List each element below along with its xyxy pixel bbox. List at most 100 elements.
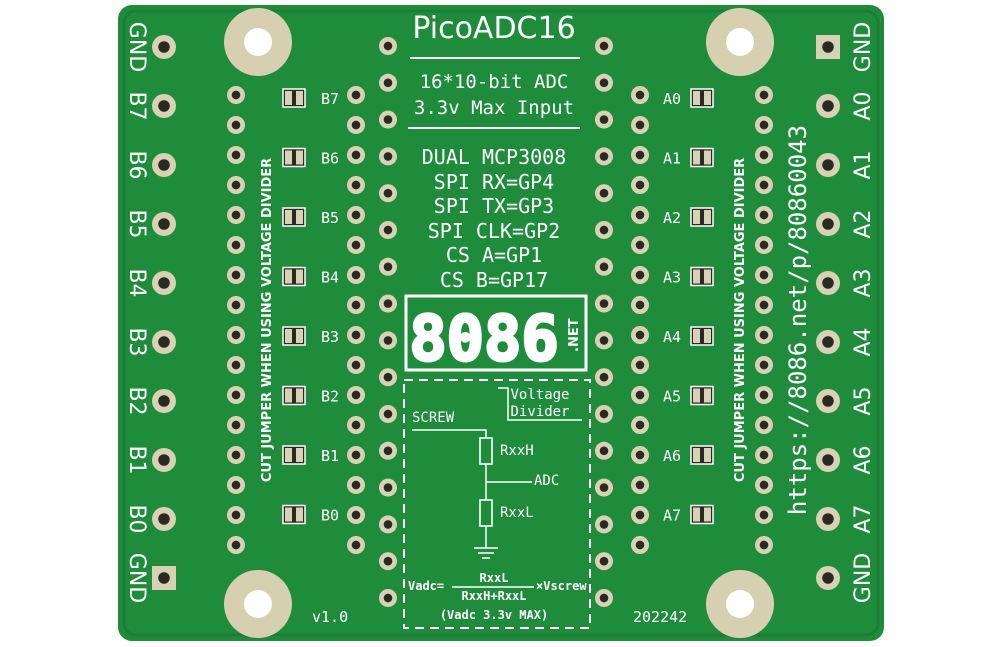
- left-header-label: B1: [124, 445, 149, 474]
- left-header-label: B3: [124, 327, 149, 356]
- pin-pad: [227, 116, 245, 134]
- pin-pad: [379, 110, 397, 129]
- left-header-label: GND: [124, 553, 149, 603]
- pin-pad: [755, 116, 773, 134]
- left-jumper: [282, 207, 306, 227]
- chip-line-4: SPI CLK=GP2: [428, 219, 560, 243]
- board-version: v1.0: [312, 608, 348, 626]
- chip-line-2: SPI RX=GP4: [434, 170, 554, 194]
- pin-pad: [631, 86, 649, 104]
- pin-pad: [631, 206, 649, 224]
- right-header-pad: [816, 212, 840, 236]
- right-header-label: A2: [851, 209, 876, 238]
- pin-pad: [227, 236, 245, 254]
- left-header-label: B0: [124, 504, 149, 533]
- pin-pad: [631, 236, 649, 254]
- pin-pad: [347, 356, 365, 374]
- pin-pad: [595, 110, 613, 129]
- pin-pad: [379, 405, 397, 423]
- right-jumper-label: A3: [663, 269, 681, 287]
- pin-pad: [631, 506, 649, 524]
- pin-pad: [595, 147, 613, 166]
- left-header-pads: [152, 35, 176, 590]
- left-header-pad: [152, 271, 176, 295]
- right-header-label: A0: [851, 91, 876, 120]
- right-jumper-label: A5: [663, 388, 681, 406]
- pin-pad: [755, 356, 773, 374]
- left-header-pad: [152, 507, 176, 531]
- pin-pad: [379, 331, 397, 350]
- left-jumper: [282, 326, 306, 346]
- pin-pad: [379, 478, 397, 497]
- pin-pad: [631, 416, 649, 434]
- spec-line-1: 16*10-bit ADC: [420, 71, 569, 93]
- jumper-note-right: CUT JUMPER WHEN USING VOLTAGE DIVIDER: [733, 158, 748, 482]
- right-header-pad: [816, 507, 840, 531]
- pin-pad: [347, 386, 365, 404]
- pin-pad: [379, 589, 397, 607]
- schematic-rhigh-label: RxxH: [500, 443, 534, 459]
- pin-pad: [227, 266, 245, 284]
- schematic-rlow-label: RxxL: [500, 505, 534, 521]
- left-header-pad: [152, 35, 176, 59]
- pin-pad: [631, 356, 649, 374]
- formula-right: ×Vscrew: [536, 579, 587, 593]
- pin-pad: [347, 446, 365, 464]
- pin-pad: [595, 478, 613, 497]
- pin-pad: [755, 446, 773, 464]
- right-jumper-label: A7: [663, 507, 681, 525]
- pin-pad: [595, 589, 613, 607]
- pin-pad: [347, 266, 365, 284]
- left-header-label: B4: [124, 268, 149, 297]
- right-jumper-label: A2: [663, 209, 681, 227]
- pin-pad: [379, 515, 397, 534]
- left-header-label: B5: [124, 209, 149, 238]
- pin-pad: [755, 536, 773, 554]
- pin-pad: [347, 536, 365, 554]
- pin-pad: [631, 116, 649, 134]
- pin-pad: [755, 86, 773, 104]
- pin-pad: [227, 176, 245, 194]
- schematic-title-1: Voltage: [510, 387, 569, 403]
- right-header-pad: [816, 566, 840, 590]
- pin-pad: [347, 506, 365, 524]
- left-jumper-label: B2: [321, 388, 339, 406]
- right-header-pad: [816, 153, 840, 177]
- pin-pad: [595, 515, 613, 534]
- left-jumper: [282, 504, 306, 525]
- pin-pad: [379, 73, 397, 92]
- left-header-label: B2: [124, 386, 149, 415]
- pin-pad: [227, 356, 245, 374]
- right-header-label: A6: [851, 445, 876, 474]
- right-jumper-label: A0: [663, 90, 681, 108]
- right-header-pad: [816, 448, 840, 472]
- pin-pad: [631, 476, 649, 494]
- pin-pad: [347, 116, 365, 134]
- pin-pad: [379, 147, 397, 166]
- pin-pad: [379, 441, 397, 460]
- left-jumper: [282, 385, 306, 406]
- right-header-label: GND: [851, 553, 876, 603]
- right-header-label: A1: [851, 150, 876, 179]
- pin-pad: [755, 176, 773, 194]
- chip-line-1: DUAL MCP3008: [422, 145, 567, 169]
- right-jumper: [690, 147, 714, 168]
- pin-pad: [347, 236, 365, 254]
- pin-pad: [347, 176, 365, 194]
- pin-columns: [227, 37, 773, 607]
- right-jumper: [690, 266, 714, 287]
- pin-pad: [595, 221, 613, 239]
- pin-pad: [755, 326, 773, 344]
- pin-pad: [227, 296, 245, 314]
- logo-digits: 8086: [409, 302, 558, 375]
- pin-pad: [227, 446, 245, 464]
- formula-numerator: RxxL: [480, 571, 509, 585]
- left-header-pad: [152, 94, 176, 118]
- pin-pad: [227, 506, 245, 524]
- pin-pad: [347, 326, 365, 344]
- left-jumper-label: B0: [321, 507, 339, 525]
- logo-8086-net: 8086 .NET: [404, 294, 588, 377]
- pin-pad: [755, 386, 773, 404]
- right-jumper-label: A1: [663, 150, 681, 168]
